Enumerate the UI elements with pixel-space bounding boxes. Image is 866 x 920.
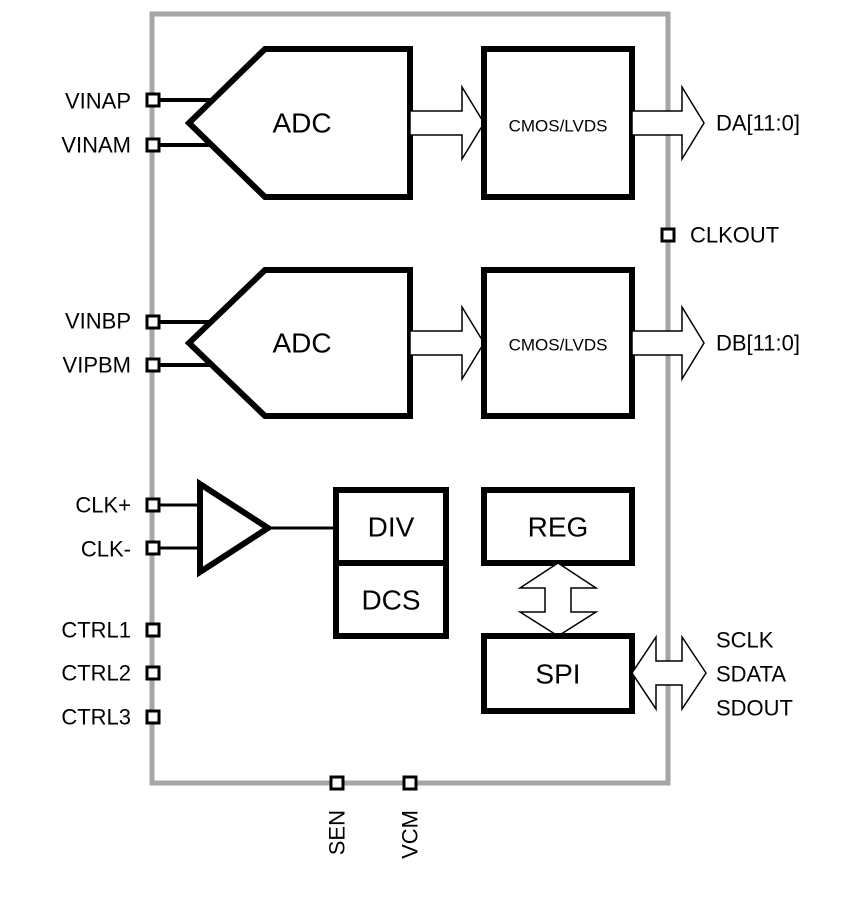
label-clk-p: CLK+ <box>75 493 131 518</box>
dcs-label: DCS <box>361 585 420 616</box>
label-ctrl3: CTRL3 <box>61 705 131 730</box>
pad-clk-m <box>145 540 161 556</box>
pad-ctrl3 <box>145 709 161 725</box>
adc-b-label: ADC <box>272 328 331 359</box>
label-vinbp: VINBP <box>65 309 131 334</box>
bus-arrow-db-out <box>631 304 705 382</box>
bus-arrow-da-out <box>631 84 705 162</box>
spi-label: SPI <box>535 659 580 690</box>
pad-vinap <box>145 92 161 108</box>
clock-buffer-triangle <box>197 478 274 578</box>
pad-vcm <box>402 775 418 791</box>
pad-clk-p <box>145 497 161 513</box>
label-db: DB[11:0] <box>716 331 800 356</box>
label-vipbm: VIPBM <box>63 353 131 378</box>
label-sen: SEN <box>325 810 350 855</box>
pad-clkout <box>660 227 676 243</box>
label-ctrl2: CTRL2 <box>61 661 131 686</box>
label-vcm: VCM <box>398 810 423 859</box>
pin-pads <box>145 92 676 791</box>
label-sclk: SCLK <box>716 628 774 653</box>
cmos-lvds-b-block <box>481 267 635 419</box>
bus-arrow-adc-b <box>409 304 485 382</box>
pad-ctrl1 <box>145 622 161 638</box>
dcs-block <box>333 560 449 639</box>
label-da: DA[11:0] <box>716 111 800 136</box>
control-path: REG SPI <box>481 487 707 714</box>
label-sdata: SDATA <box>716 662 786 687</box>
label-sdout: SDOUT <box>716 696 793 721</box>
label-vinam: VINAM <box>61 133 131 158</box>
channel-a: ADC CMOS/LVDS <box>159 46 705 200</box>
div-label: DIV <box>368 512 415 543</box>
label-clk-m: CLK- <box>81 537 131 562</box>
pad-vipbm <box>145 357 161 373</box>
label-ctrl1: CTRL1 <box>61 618 131 643</box>
reg-label: REG <box>528 512 589 543</box>
pad-vinam <box>145 137 161 153</box>
cmos-lvds-a-label: CMOS/LVDS <box>509 117 608 136</box>
pad-sen <box>329 775 345 791</box>
label-vinap: VINAP <box>65 89 131 114</box>
bus-arrow-adc-a <box>409 84 485 162</box>
bidir-arrow-reg-spi <box>517 562 599 637</box>
cmos-lvds-b-label: CMOS/LVDS <box>509 336 608 355</box>
adc-a-label: ADC <box>272 108 331 139</box>
clock-path: DIV DCS <box>159 478 449 639</box>
pad-vinbp <box>145 314 161 330</box>
pin-labels: VINAP VINAM VINBP VIPBM CLK+ CLK- CTRL1 … <box>61 89 800 859</box>
label-clkout: CLKOUT <box>690 223 779 248</box>
channel-b: ADC CMOS/LVDS <box>159 267 705 419</box>
bidir-arrow-spi-bus <box>631 634 707 712</box>
pad-ctrl2 <box>145 665 161 681</box>
cmos-lvds-a-block <box>481 46 635 200</box>
